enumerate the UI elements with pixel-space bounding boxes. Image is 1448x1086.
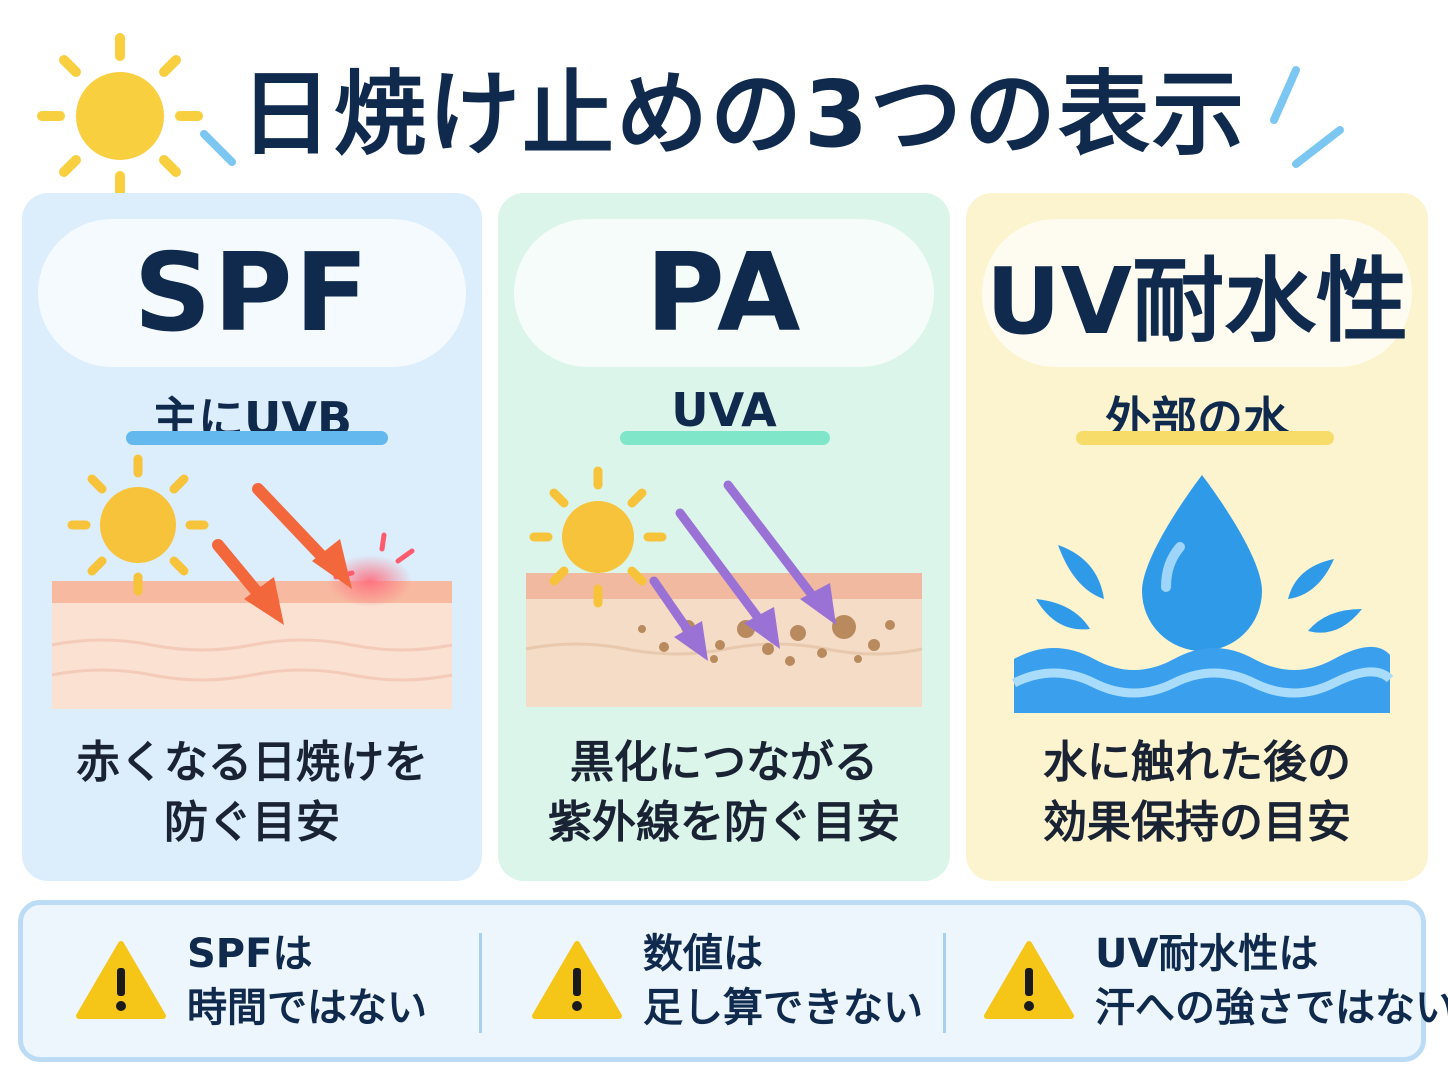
notes-bar: SPFは 時間ではない 数値は 足し算できない UV耐水性は 汗への強さではない: [18, 900, 1448, 1062]
water-resistance-label-pill: UV耐水性: [982, 219, 1412, 367]
sun-uvb-skin-icon: [51, 454, 453, 709]
header-sun-icon: [37, 33, 203, 199]
note-numbers-line1: 数値は: [643, 931, 763, 977]
water-resistance-label: UV耐水性: [986, 247, 1408, 355]
note-water-resistance-line2: 汗への強さではない: [1095, 985, 1448, 1031]
pa-subtitle: UVA: [671, 383, 777, 437]
warning-icon: [532, 941, 622, 1019]
water-resistance-panel: UV耐水性 外部の水 水に触れた後の 効果保持の目安: [966, 193, 1428, 881]
note-spf: SPFは 時間ではない: [75, 905, 427, 1057]
note-spf-line1: SPFは: [187, 931, 313, 977]
sparkle-left-icon: [200, 130, 236, 166]
note-water-resistance-line1: UV耐水性は: [1095, 931, 1319, 977]
spf-label: SPF: [133, 230, 371, 356]
pa-description-line2: 紫外線を防ぐ目安: [548, 797, 900, 848]
water-resistance-subtitle-underline: [1076, 431, 1334, 445]
spf-subtitle-underline: [126, 431, 388, 445]
spf-panel: SPF 主にUVB: [22, 193, 482, 881]
pa-panel: PA UVA: [498, 193, 950, 881]
warning-icon: [984, 941, 1074, 1019]
spf-description-line1: 赤くなる日焼けを: [76, 737, 428, 788]
pa-description-line1: 黒化につながる: [570, 737, 878, 788]
note-water-resistance: UV耐水性は 汗への強さではない: [983, 905, 1448, 1057]
water-drop-icon: [1011, 475, 1394, 713]
page-title: 日焼け止めの3つの表示: [240, 61, 1247, 168]
spf-label-pill: SPF: [38, 219, 466, 367]
warning-icon: [76, 941, 166, 1019]
note-spf-line2: 時間ではない: [187, 985, 427, 1031]
note-numbers: 数値は 足し算できない: [531, 905, 923, 1057]
notes-divider: [479, 933, 482, 1033]
note-numbers-line2: 足し算できない: [643, 985, 923, 1031]
sun-uva-skin-icon: [525, 466, 923, 707]
water-resistance-description-line2: 効果保持の目安: [1043, 797, 1351, 848]
water-resistance-description-line1: 水に触れた後の: [1043, 737, 1351, 788]
pa-label: PA: [645, 230, 803, 356]
pa-label-pill: PA: [514, 219, 934, 367]
pa-subtitle-underline: [620, 431, 830, 445]
spf-description: 赤くなる日焼けを 防ぐ目安: [22, 733, 482, 853]
spf-description-line2: 防ぐ目安: [164, 797, 340, 848]
pa-description: 黒化につながる 紫外線を防ぐ目安: [498, 733, 950, 853]
sparkle-right-icon: [1270, 66, 1344, 168]
notes-divider: [943, 933, 946, 1033]
water-resistance-description: 水に触れた後の 効果保持の目安: [966, 733, 1428, 853]
